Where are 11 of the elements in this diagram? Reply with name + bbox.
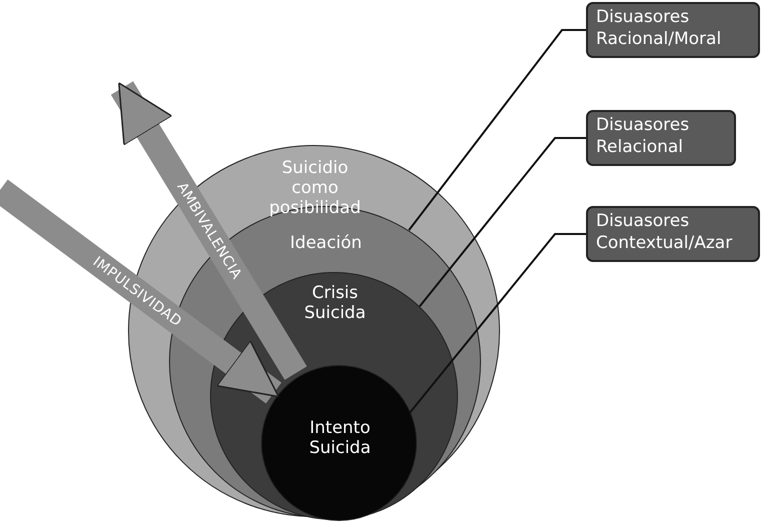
deterrent-box: Disuasores Racional/Moral <box>586 2 760 58</box>
leader-line <box>408 29 586 231</box>
circle-label: Ideación <box>289 233 363 253</box>
deterrent-box: Disuasores Relacional <box>586 110 736 166</box>
leader-line <box>418 137 586 307</box>
circle-label: Crisis Suicida <box>303 283 367 323</box>
thick-arrow <box>110 81 307 380</box>
thick-arrow <box>0 180 282 404</box>
deterrent-box: Disuasores Contextual/Azar <box>586 206 760 262</box>
leader-line <box>408 233 586 414</box>
circle-label: Intento Suicida <box>308 418 372 458</box>
